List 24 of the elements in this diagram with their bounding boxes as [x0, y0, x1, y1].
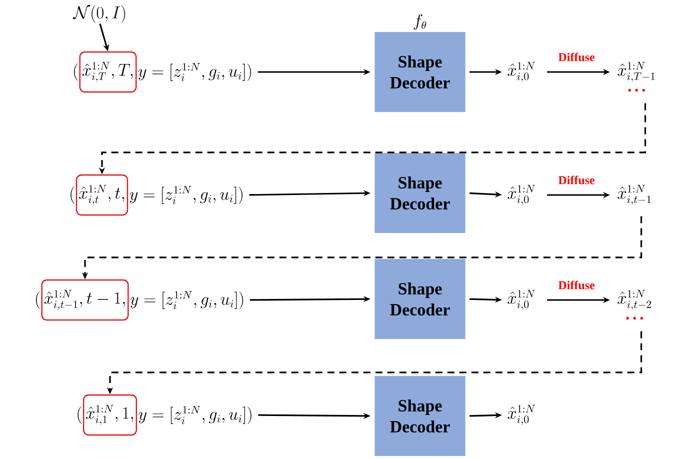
condition-formula: $y = [z_i^{1:N}, g_i, u_i])$ [138, 62, 252, 82]
condition-formula: $y = [z_i^{1:N}, g_i, u_i])$ [130, 186, 242, 204]
prediction-formula: $\hat{x}_{i,0}^{1:N}$ [508, 404, 535, 426]
decoder-box: Shape Decoder [374, 32, 466, 112]
prediction-formula: $\hat{x}_{i,0}^{1:N}$ [508, 290, 535, 310]
noisy-sample-formula: $\hat{x}_{i,t-2}^{1:N}$ [618, 290, 651, 310]
noisy-sample-formula: $\hat{x}_{i,t-1}^{1:N}$ [618, 184, 651, 206]
input-box: $\hat{x}_{i,T}^{1:N}, T,$ [79, 51, 137, 93]
function-label: $f_\theta$ [414, 14, 426, 30]
input-box: $\hat{x}_{i,1}^{1:N}, 1,$ [82, 394, 138, 436]
decoder-box: Shape Decoder [374, 376, 466, 456]
noise-formula: $\mathcal{N}(0,I)$ [72, 4, 126, 23]
input-box: $\hat{x}_{i,t-1}^{1:N}, t-1,$ [41, 279, 129, 321]
edge-label: Diffuse [558, 280, 595, 290]
noisy-sample-formula: $\hat{x}_{i,T-1}^{1:N}$ [618, 62, 655, 82]
edge-label: Diffuse [558, 52, 595, 62]
condition-formula: $y = [z_i^{1:N}, g_i, u_i])$ [130, 290, 244, 310]
prediction-formula: $\hat{x}_{i,0}^{1:N}$ [508, 62, 535, 82]
input-box: $\hat{x}_{i,t}^{1:N}, t,$ [76, 174, 128, 216]
decoder-box: Shape Decoder [374, 259, 466, 339]
condition-formula: $y = [z_i^{1:N}, g_i, u_i])$ [138, 406, 252, 424]
prediction-formula: $\hat{x}_{i,0}^{1:N}$ [508, 184, 535, 206]
decoder-box: Shape Decoder [374, 153, 466, 233]
edge-label: Diffuse [558, 176, 595, 184]
